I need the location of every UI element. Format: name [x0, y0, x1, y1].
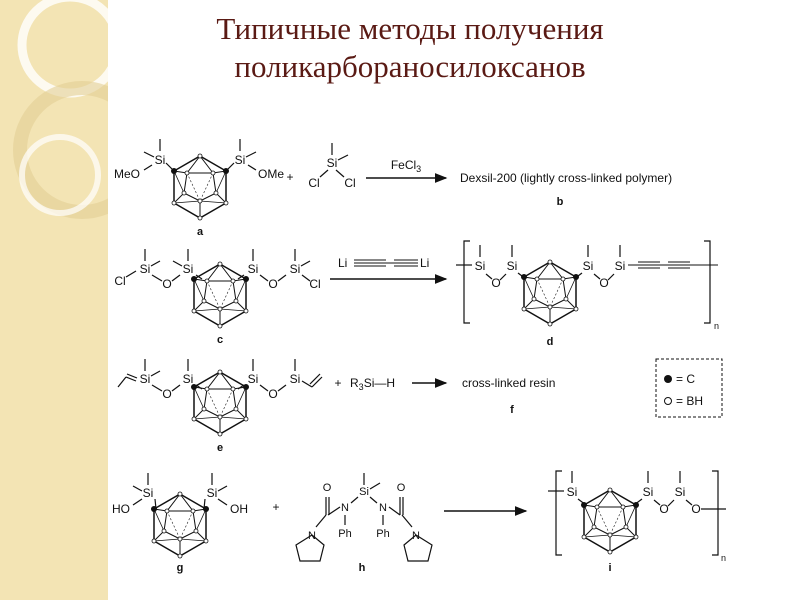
legend-bh-dot: [664, 397, 672, 405]
slide-title: Типичные методы получения поликарборанос…: [110, 10, 710, 86]
reagent-cl-right: Cl: [344, 176, 355, 190]
o-left-c: O: [162, 277, 171, 291]
reagent-r3sih: R3Si—H: [350, 376, 395, 392]
si4-e: Si: [290, 372, 301, 386]
ome-right: OMe: [258, 167, 284, 181]
n-mid-right: N: [379, 502, 387, 514]
diyne-linker-d: [628, 261, 718, 269]
si-right-a: Si: [235, 153, 246, 167]
prod-si1-d: Si: [475, 259, 486, 273]
label-h: h: [359, 562, 366, 574]
n-ring-left: N: [308, 530, 316, 542]
prod-si2-d: Si: [507, 259, 518, 273]
si2-e: Si: [183, 372, 194, 386]
row1-reaction: Si Si MeO OMe a + Si Cl Cl FeCl3 Dexsil-…: [114, 139, 672, 238]
carborane-cage-g: [150, 491, 210, 559]
label-b: b: [557, 196, 564, 208]
diyne-reagent: [354, 259, 418, 267]
label-e: e: [217, 442, 223, 454]
catalyst-fecl3: FeCl3: [391, 158, 421, 174]
ome-left: MeO: [114, 167, 140, 181]
si-center-h: Si: [359, 486, 369, 498]
reaction-scheme: Si Si MeO OMe a + Si Cl Cl FeCl3 Dexsil-…: [112, 139, 726, 574]
row2-reaction: Cl Si O Si Si O Si Cl c Li: [114, 240, 719, 348]
product-resin: cross-linked resin: [462, 376, 555, 390]
carborane-cage-e: [190, 369, 250, 437]
bracket-right-d: [704, 240, 711, 324]
reagent-li-right: Li: [420, 256, 429, 270]
si-right-g: Si: [207, 486, 218, 500]
ph-left: Ph: [338, 528, 351, 540]
decorative-rings: [13, 0, 108, 219]
carborane-cage-c: [190, 261, 250, 329]
label-i: i: [608, 562, 611, 574]
plus-1: +: [286, 170, 293, 184]
o-top-right: O: [397, 482, 406, 494]
prod-o2-d: O: [599, 276, 608, 290]
label-g: g: [177, 562, 184, 574]
reagent-li-left: Li: [338, 256, 347, 270]
plus-3: +: [334, 376, 341, 390]
carborane-cage-i: [580, 487, 640, 555]
si4-c: Si: [290, 262, 301, 276]
ho-g: HO: [112, 502, 130, 516]
o-top-left: O: [323, 482, 332, 494]
si3-c: Si: [248, 262, 259, 276]
carborane-cage-a: [170, 153, 230, 221]
label-a: a: [197, 226, 204, 238]
o-right-e: O: [268, 387, 277, 401]
pyrrolidine-right: [403, 534, 433, 562]
legend-carbon-dot: [664, 375, 672, 383]
si2-c: Si: [183, 262, 194, 276]
slide-title-line2: поликарбораносилоксанов: [234, 49, 586, 84]
prod-si3-i: Si: [675, 485, 686, 499]
row3-reaction: Si O Si Si O Si e + R3Si—H cross-linked …: [117, 358, 723, 454]
prod-si4-d: Si: [615, 259, 626, 273]
si-left-a: Si: [155, 153, 166, 167]
n-ring-right: N: [412, 530, 420, 542]
bracket-left-i: [555, 470, 562, 556]
prod-n-i: n: [721, 553, 726, 563]
bracket-right-i: [712, 470, 719, 556]
prod-si1-i: Si: [567, 485, 578, 499]
si1-e: Si: [140, 372, 151, 386]
cl-left-c: Cl: [114, 274, 125, 288]
cl-right-c: Cl: [309, 277, 320, 291]
o-left-e: O: [162, 387, 171, 401]
n-mid-left: N: [341, 502, 349, 514]
legend-box: = C = BH: [655, 358, 723, 418]
label-f: f: [510, 404, 514, 416]
label-c: c: [217, 334, 223, 346]
prod-o1-d: O: [491, 276, 500, 290]
prod-n-d: n: [714, 321, 719, 331]
legend-bh: = BH: [676, 394, 703, 408]
reagent-cl-left: Cl: [308, 176, 319, 190]
carborane-cage-d: [520, 259, 580, 327]
oh-g: OH: [230, 502, 248, 516]
si3-e: Si: [248, 372, 259, 386]
row4-reaction: Si HO Si OH g + N O N Ph Si: [112, 470, 726, 574]
decorative-band: [0, 0, 108, 600]
o-right-c: O: [268, 277, 277, 291]
plus-4: +: [272, 500, 279, 514]
si-left-g: Si: [143, 486, 154, 500]
slide-title-line1: Типичные методы получения: [216, 11, 604, 46]
prod-si2-i: Si: [643, 485, 654, 499]
label-d: d: [547, 336, 554, 348]
reagent-h: N O N Ph Si N Ph O N: [295, 473, 433, 562]
prod-si3-d: Si: [583, 259, 594, 273]
product-dexsil: Dexsil-200 (lightly cross-linked polymer…: [460, 171, 672, 185]
legend-c: = C: [676, 372, 695, 386]
bracket-left-d: [463, 240, 470, 324]
si1-c: Si: [140, 262, 151, 276]
prod-o2-i: O: [691, 502, 700, 516]
prod-o1-i: O: [659, 502, 668, 516]
pyrrolidine-left: [295, 534, 325, 562]
reagent-si: Si: [327, 156, 338, 170]
ph-right: Ph: [376, 528, 389, 540]
